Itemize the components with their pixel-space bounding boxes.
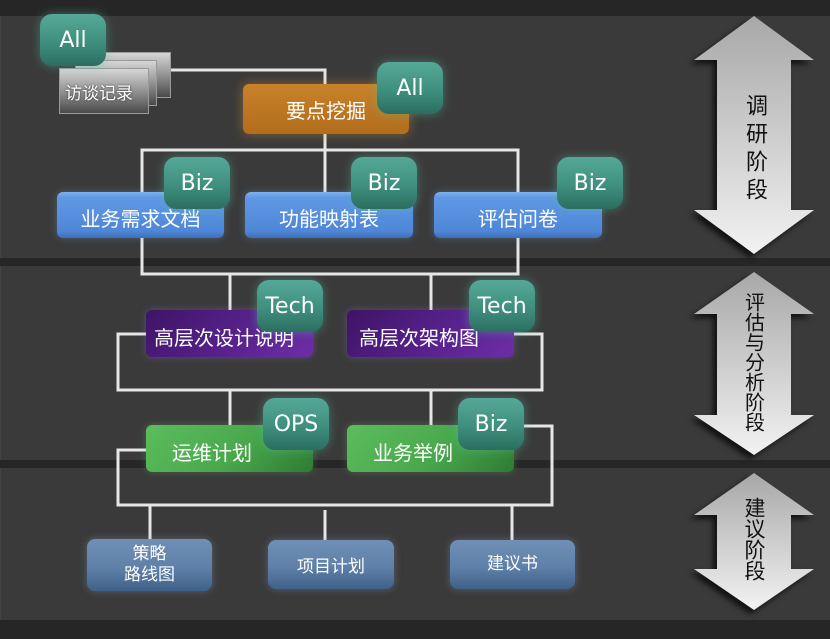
connector-interview-to-mining — [168, 68, 327, 86]
phase-label: 调研阶段 — [742, 94, 767, 206]
node-label: 高层次架构图 — [359, 326, 479, 350]
node-label: 运维计划 — [172, 441, 252, 465]
double-arrow-icon — [694, 272, 814, 455]
connector-design-to-ops — [116, 332, 544, 426]
badge-biz-questionnaire: Biz — [557, 157, 623, 209]
research-phase-arrow: 调研阶段 — [692, 16, 816, 254]
node-label: 业务需求文档 — [80, 207, 201, 231]
badge-all-mining: All — [377, 62, 443, 114]
badge-biz-mapping: Biz — [351, 157, 417, 209]
node-interview-records[interactable]: 访谈记录 — [59, 68, 149, 114]
badge-tech-architecture: Tech — [469, 280, 535, 332]
node-label: 要点挖掘 — [286, 98, 366, 123]
node-strategy-roadmap[interactable]: 策略 路线图 — [87, 539, 212, 591]
badge-ops: OPS — [263, 398, 329, 450]
double-arrow-icon — [694, 16, 814, 254]
node-label: 评估问卷 — [478, 207, 558, 231]
node-label: 业务举例 — [373, 441, 453, 465]
phase-label: 建议阶段 — [742, 497, 766, 581]
badge-biz-examples: Biz — [458, 398, 524, 450]
node-label: 功能映射表 — [279, 207, 379, 231]
node-label: 访谈记录 — [65, 83, 133, 104]
node-proposal[interactable]: 建议书 — [450, 540, 575, 589]
node-label: 建议书 — [487, 554, 538, 574]
badge-tech-design: Tech — [257, 280, 323, 332]
node-label: 项目计划 — [297, 557, 365, 577]
double-arrow-icon — [694, 473, 814, 610]
phase-label: 评估与分析阶段 — [741, 292, 766, 432]
badge-biz-requirements: Biz — [164, 157, 230, 209]
node-label-line1: 策略 — [132, 544, 167, 564]
connector-ops-to-deliverables — [116, 424, 554, 540]
recommendation-phase-arrow: 建议阶段 — [692, 473, 816, 610]
node-label-line2: 路线图 — [124, 565, 175, 585]
node-project-plan[interactable]: 项目计划 — [268, 540, 394, 589]
assessment-phase-arrow: 评估与分析阶段 — [692, 272, 816, 455]
connector-docs-to-design — [140, 238, 520, 312]
connector-mining-to-docs — [140, 134, 520, 194]
badge-all-interview: All — [40, 14, 106, 66]
